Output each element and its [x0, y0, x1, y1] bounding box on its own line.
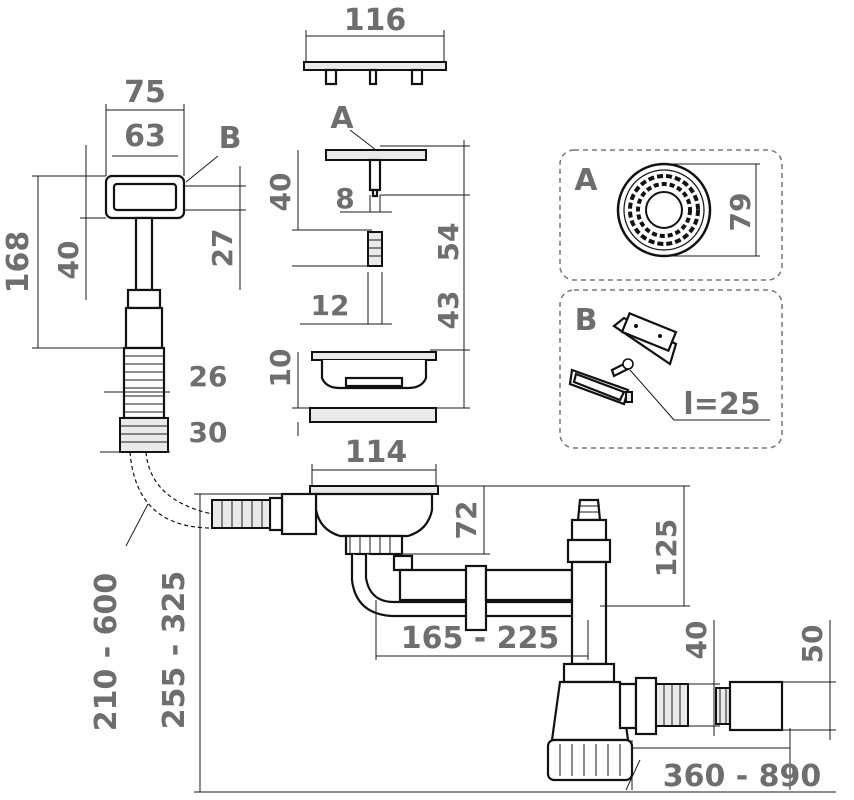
overflow-cover-part — [303, 30, 447, 86]
bottle-trap-part — [546, 680, 638, 782]
overflow-cap-icon — [568, 368, 633, 406]
dim-27: 27 — [206, 229, 239, 268]
dim-l25: l=25 — [683, 387, 760, 422]
dim-75: 75 — [124, 75, 166, 110]
screw-part — [367, 231, 383, 267]
dim-165-225: 165 - 225 — [401, 621, 560, 656]
dim-168: 168 — [1, 231, 36, 294]
inset-b-box: B l=25 — [559, 289, 783, 449]
dim-79: 79 — [724, 193, 757, 232]
dim-26: 26 — [189, 360, 228, 393]
dim-40-right: 40 — [680, 621, 713, 660]
outlet-connector-part — [634, 676, 784, 736]
dim-114: 114 — [345, 435, 408, 470]
dim-360-890: 360 - 890 — [663, 759, 822, 794]
screw-icon — [610, 358, 634, 378]
dim-12: 12 — [311, 289, 350, 322]
inset-a-box: A 79 — [559, 149, 783, 281]
dim-255-325: 255 - 325 — [157, 571, 192, 730]
dim-50: 50 — [796, 625, 829, 664]
dim-8: 8 — [335, 182, 354, 215]
overflow-inlet-part — [211, 492, 318, 536]
dim-210-600: 210 - 600 — [89, 573, 124, 732]
inset-a-label: A — [574, 163, 598, 198]
drain-pipe-part — [350, 554, 574, 632]
overflow-head-part — [104, 174, 186, 350]
dim-125: 125 — [650, 519, 683, 577]
drain-body-part — [309, 485, 439, 556]
corrugated-hose-part — [119, 346, 169, 453]
dim-30: 30 — [189, 416, 228, 449]
strainer-basket-part — [311, 351, 437, 390]
vent-pipe-part — [562, 498, 616, 684]
dim-10: 10 — [264, 349, 297, 388]
inset-b-label: B — [575, 303, 598, 338]
dim-72: 72 — [450, 501, 483, 540]
dim-63: 63 — [124, 119, 166, 154]
dim-43: 43 — [432, 291, 465, 330]
dim-40-left: 40 — [52, 241, 85, 280]
dim-116: 116 — [344, 3, 407, 38]
stopper-plug-part — [325, 149, 427, 198]
dim-40-top: 40 — [264, 173, 297, 212]
gasket-part — [309, 407, 437, 423]
overflow-bracket-icon — [612, 311, 678, 366]
part-b-label: B — [219, 121, 242, 156]
dim-54: 54 — [432, 223, 465, 262]
